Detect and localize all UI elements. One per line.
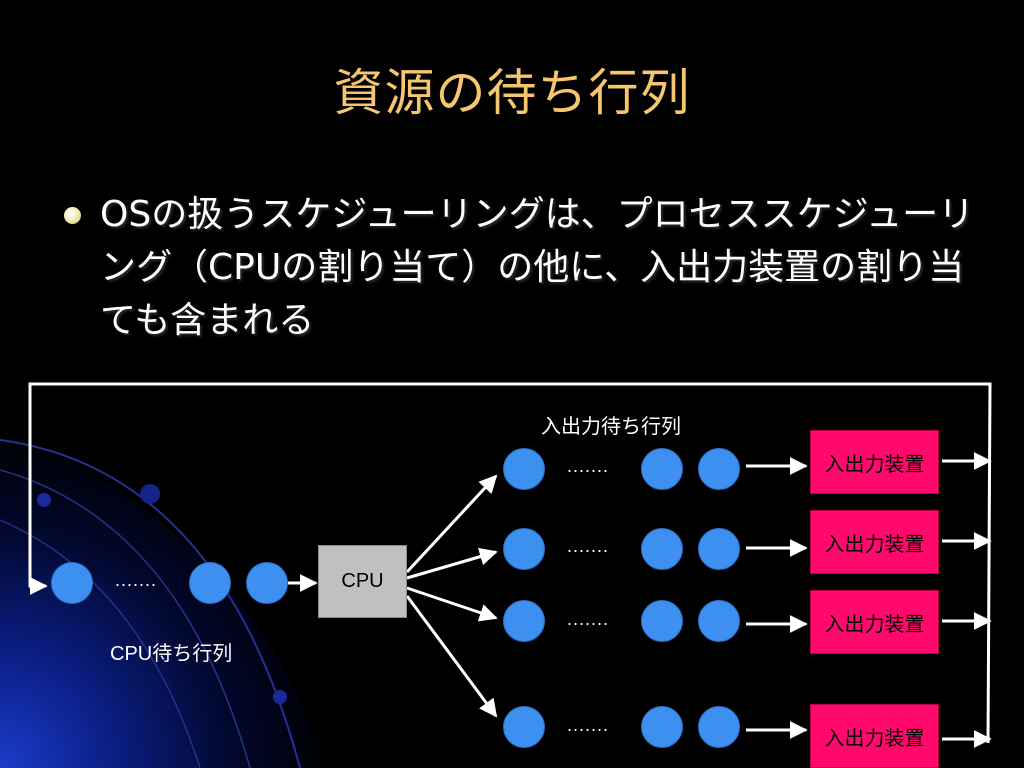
cpu-fanout-arrow-3: [406, 586, 498, 622]
io-queue-node: [698, 600, 740, 642]
io-queue-node: [641, 528, 683, 570]
cpu-fanout-arrow-2: [406, 547, 498, 580]
io-queue-node: [698, 528, 740, 570]
io-queue-ellipsis: .......: [567, 536, 610, 556]
io-queue-node: [698, 706, 740, 748]
io-queue-node: [641, 448, 683, 490]
cpu-queue-label: CPU待ち行列: [110, 643, 233, 665]
io-device-box: 入出力装置: [810, 704, 939, 768]
feedback-loop-line: [28, 382, 992, 744]
io-queue-node: [503, 706, 545, 748]
cpu-queue-node: [246, 562, 288, 604]
io-device-box: 入出力装置: [810, 510, 939, 574]
io-queue-node: [503, 448, 545, 490]
bullet-icon: [64, 207, 81, 224]
io-queue-label: 入出力待ち行列: [541, 416, 681, 438]
io-device-box: 入出力装置: [810, 590, 939, 654]
io-queue-node: [698, 448, 740, 490]
io-queue-ellipsis: .......: [567, 715, 610, 735]
cpu-queue-node: [51, 562, 93, 604]
io-queue-ellipsis: .......: [567, 456, 610, 476]
cpu-box: CPU: [318, 545, 407, 618]
io-device-box: 入出力装置: [810, 430, 939, 494]
cpu-fanout-arrow-1: [405, 474, 498, 574]
io-queue-node: [641, 706, 683, 748]
io-queue-node: [503, 528, 545, 570]
slide-title: 資源の待ち行列: [333, 64, 691, 122]
io-queue-ellipsis: .......: [567, 609, 610, 629]
cpu-queue-node: [189, 562, 231, 604]
bullet-text: OSの扱うスケジューリングは、プロセススケジューリング（CPUの割り当て）の他に…: [100, 194, 975, 341]
cpu-queue-ellipsis: .......: [115, 570, 158, 590]
io-queue-node: [503, 600, 545, 642]
cpu-fanout-arrow-4: [405, 595, 498, 718]
io-queue-node: [641, 600, 683, 642]
